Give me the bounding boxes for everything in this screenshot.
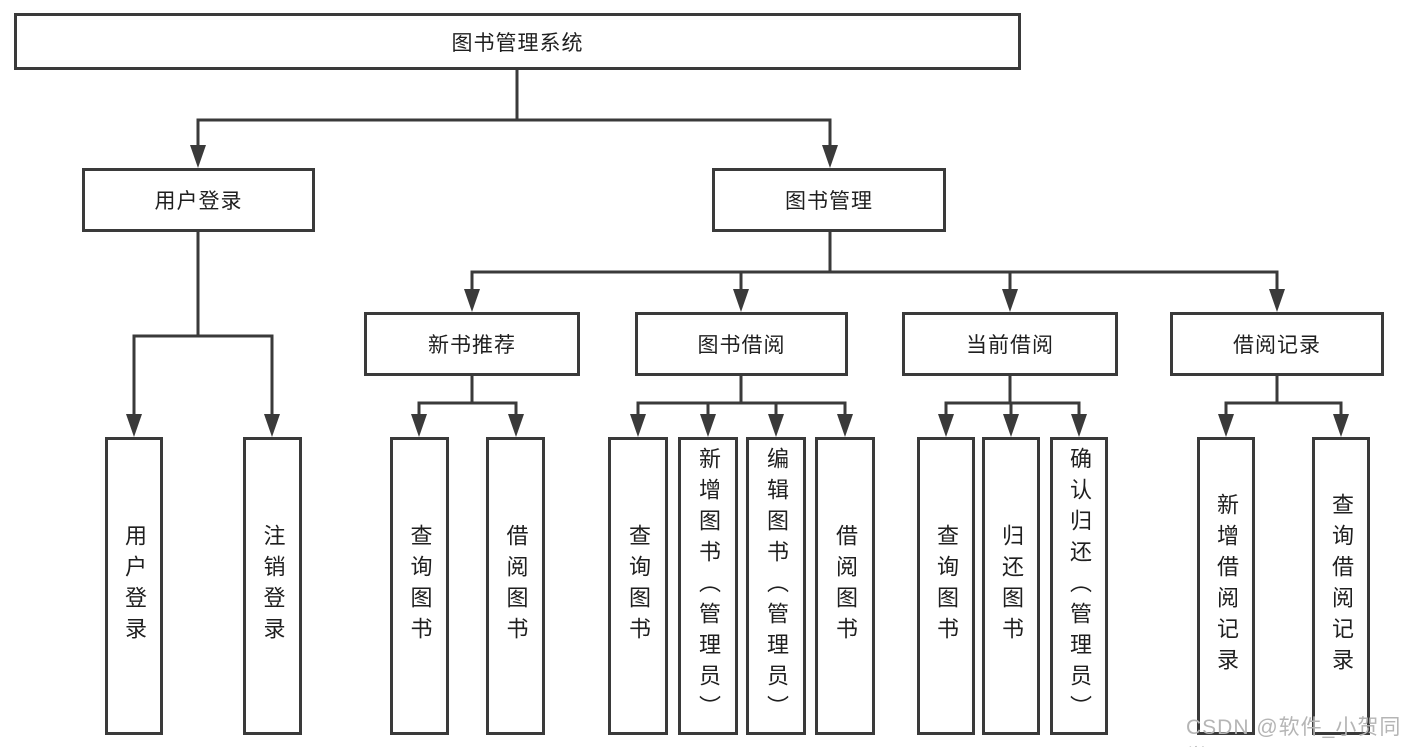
- node-root-label: 图书管理系统: [451, 31, 584, 55]
- node-leaf-query-book-3: 查询图书: [917, 437, 975, 735]
- node-current-borrow-label: 当前借阅: [966, 334, 1054, 357]
- arrowhead-icon: [1218, 414, 1234, 437]
- node-user-login: 用户登录: [82, 168, 315, 232]
- node-leaf-user-login: 用户登录: [105, 437, 163, 735]
- node-leaf-return-book-label: 归还图书: [999, 524, 1024, 648]
- node-user-login-label: 用户登录: [154, 190, 243, 213]
- arrowhead-icon: [508, 414, 524, 437]
- node-book-mgmt-label: 图书管理: [785, 190, 873, 213]
- csdn-watermark: CSDN @软件_小贺同学: [1186, 716, 1402, 747]
- arrowhead-icon: [837, 414, 853, 437]
- node-leaf-borrow-book-1: 借阅图书: [486, 437, 545, 735]
- node-leaf-query-record: 查询借阅记录: [1312, 437, 1370, 735]
- node-leaf-logout-label: 注销登录: [260, 524, 286, 648]
- arrowhead-icon: [733, 289, 749, 312]
- arrowhead-icon: [464, 289, 480, 312]
- arrowhead-icon: [264, 414, 280, 437]
- node-leaf-add-book: 新增图书（管理员）: [678, 437, 738, 735]
- connector-group: [126, 232, 280, 437]
- node-leaf-query-book-2: 查询图书: [608, 437, 668, 735]
- arrowhead-icon: [938, 414, 954, 437]
- node-current-borrow: 当前借阅: [902, 312, 1118, 376]
- connector-group: [190, 70, 838, 168]
- node-leaf-add-book-label: 新增图书（管理员）: [696, 446, 721, 726]
- arrowhead-icon: [1071, 414, 1087, 437]
- connector-group: [411, 376, 524, 437]
- node-book-mgmt: 图书管理: [712, 168, 946, 232]
- node-leaf-query-book-1-label: 查询图书: [407, 524, 433, 648]
- node-leaf-borrow-book-2-label: 借阅图书: [833, 524, 858, 648]
- node-leaf-add-record: 新增借阅记录: [1197, 437, 1255, 735]
- node-leaf-edit-book: 编辑图书（管理员）: [746, 437, 806, 735]
- connector-group: [938, 376, 1087, 437]
- arrowhead-icon: [630, 414, 646, 437]
- node-leaf-user-login-label: 用户登录: [122, 524, 147, 648]
- node-leaf-add-record-label: 新增借阅记录: [1214, 493, 1239, 679]
- connector-group: [1218, 376, 1349, 437]
- node-leaf-return-book: 归还图书: [982, 437, 1040, 735]
- node-leaf-edit-book-label: 编辑图书（管理员）: [764, 446, 789, 726]
- arrowhead-icon: [768, 414, 784, 437]
- node-leaf-borrow-book-2: 借阅图书: [815, 437, 875, 735]
- node-leaf-query-book-2-label: 查询图书: [626, 524, 651, 648]
- node-borrow-records-label: 借阅记录: [1233, 334, 1321, 357]
- arrowhead-icon: [1003, 414, 1019, 437]
- arrowhead-icon: [126, 414, 142, 437]
- arrowhead-icon: [1269, 289, 1285, 312]
- arrowhead-icon: [822, 145, 838, 168]
- node-new-book-rec-label: 新书推荐: [428, 334, 516, 357]
- node-leaf-confirm-return: 确认归还（管理员）: [1050, 437, 1108, 735]
- node-leaf-borrow-book-1-label: 借阅图书: [503, 524, 529, 648]
- connector-group: [630, 376, 853, 437]
- arrowhead-icon: [700, 414, 716, 437]
- arrowhead-icon: [1333, 414, 1349, 437]
- node-new-book-rec: 新书推荐: [364, 312, 580, 376]
- node-root: 图书管理系统: [14, 13, 1021, 70]
- node-leaf-query-book-3-label: 查询图书: [934, 524, 959, 648]
- connector-group: [464, 232, 1285, 312]
- node-leaf-query-record-label: 查询借阅记录: [1329, 493, 1354, 679]
- node-leaf-confirm-return-label: 确认归还（管理员）: [1067, 446, 1092, 726]
- node-borrow-records: 借阅记录: [1170, 312, 1384, 376]
- arrowhead-icon: [411, 414, 427, 437]
- arrowhead-icon: [1002, 289, 1018, 312]
- arrowhead-icon: [190, 145, 206, 168]
- node-leaf-logout: 注销登录: [243, 437, 302, 735]
- node-book-borrow-label: 图书借阅: [697, 334, 786, 357]
- node-leaf-query-book-1: 查询图书: [390, 437, 449, 735]
- node-book-borrow: 图书借阅: [635, 312, 848, 376]
